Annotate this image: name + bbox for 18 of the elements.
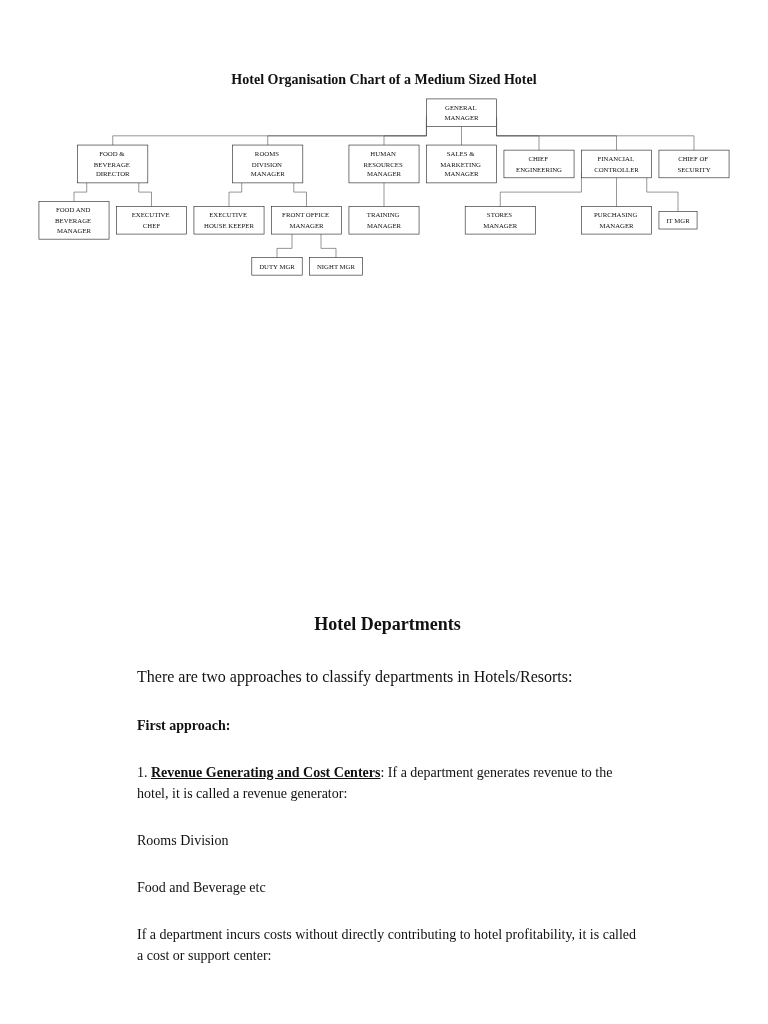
connector: [383, 182, 385, 207]
paragraph: Rooms Division: [137, 832, 230, 850]
paragraph: 1. Revenue Generating and Cost Centers: If a department generates revenue to the hotel, it is called a revenue generator:: [137, 764, 614, 803]
connector: [228, 182, 242, 207]
intro-paragraph: There are two approaches to classify departments in Hotels/Resorts:: [137, 667, 574, 688]
connector: [293, 182, 307, 207]
subheading: First approach:: [137, 717, 232, 735]
connector: [461, 126, 462, 146]
connector: [320, 233, 337, 258]
chart-title: Hotel Organisation Chart of a Medium Sized Hotel: [230, 72, 538, 88]
connector: [276, 233, 293, 258]
connector: [138, 182, 152, 207]
paragraph: If a department incurs costs without directly contributing to hotel profitability, it is called a cost or support center:: [137, 926, 638, 965]
connector: [646, 177, 679, 212]
section-heading: Hotel Departments: [313, 614, 462, 635]
paragraph: Food and Beverage etc: [137, 879, 267, 897]
connector: [73, 182, 87, 202]
connector: [616, 177, 617, 207]
